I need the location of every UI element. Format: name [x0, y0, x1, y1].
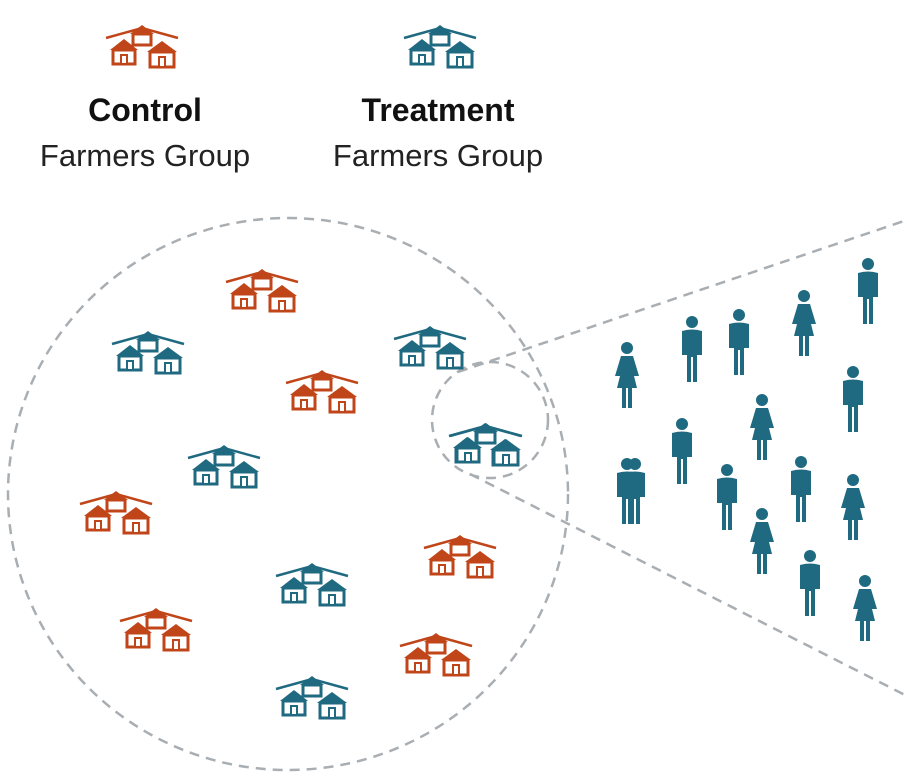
- man-icon: [791, 456, 811, 522]
- control-legend-title: Control: [88, 92, 202, 128]
- control-legend-village-icon: [104, 23, 180, 69]
- control-village-icon: [422, 533, 498, 579]
- highlighted-treatment-village-icon: [448, 421, 524, 467]
- treatment-legend-title: Treatment: [361, 92, 515, 128]
- woman-icon: [853, 575, 877, 641]
- woman-icon: [792, 290, 816, 356]
- treatment-village-icon: [274, 674, 350, 720]
- woman-icon: [750, 394, 774, 460]
- woman-icon: [615, 342, 639, 408]
- man-icon: [729, 309, 749, 375]
- control-village-icon: [118, 606, 194, 652]
- treatment-legend-village-icon: [402, 23, 478, 69]
- control-village-icon: [284, 368, 360, 414]
- man-icon: [672, 418, 692, 484]
- man-icon: [800, 550, 820, 616]
- zoom-line-bottom: [469, 472, 907, 698]
- treatment-village-icon: [392, 324, 468, 370]
- control-village-icon: [224, 267, 300, 313]
- man-icon: [682, 316, 702, 382]
- woman-icon: [750, 508, 774, 574]
- treatment-village-icon: [110, 329, 186, 375]
- zoom-line-top: [457, 218, 907, 374]
- treatment-village-icon: [274, 561, 350, 607]
- man-icon: [843, 366, 863, 432]
- treatment-village-icon: [186, 443, 262, 489]
- woman-icon: [841, 474, 865, 540]
- study-area-dashed-circle: [6, 216, 570, 772]
- control-village-icon: [78, 489, 154, 535]
- man-icon: [717, 464, 737, 530]
- control-village-icon: [398, 631, 474, 677]
- zoom-dashed-circle: [430, 360, 550, 480]
- treatment-legend-subtitle: Farmers Group: [332, 138, 544, 173]
- man-icon: [858, 258, 878, 324]
- control-legend-subtitle: Farmers Group: [39, 138, 251, 173]
